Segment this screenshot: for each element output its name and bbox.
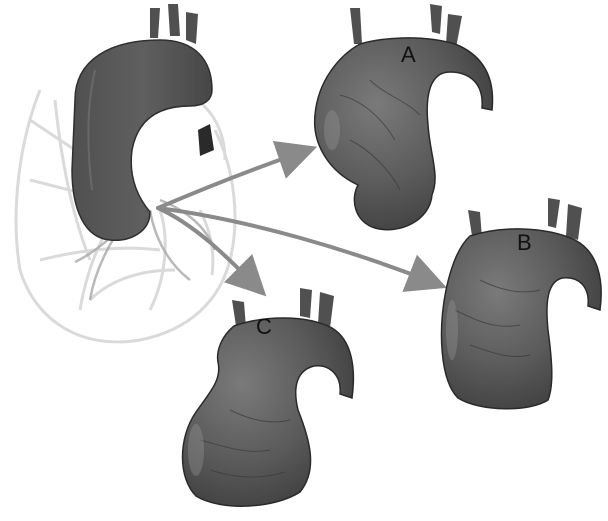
arrow-to-a — [158, 152, 302, 208]
label-b: B — [517, 230, 532, 255]
label-c: C — [256, 314, 272, 339]
label-a: A — [401, 42, 416, 67]
arrow-to-c — [158, 208, 255, 285]
normal-aorta — [72, 4, 214, 240]
aneurysm-a — [315, 4, 493, 230]
